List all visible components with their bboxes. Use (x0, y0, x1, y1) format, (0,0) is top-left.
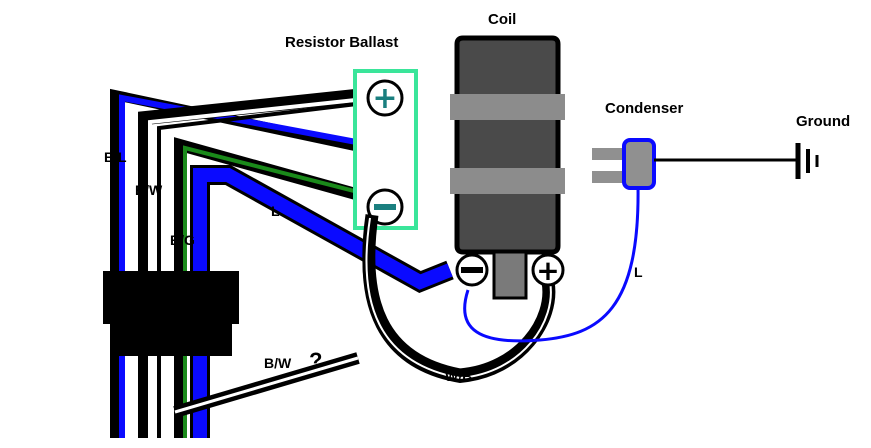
condenser (592, 138, 796, 190)
ballast-negative-terminal (366, 188, 404, 226)
label-resistor-ballast: Resistor Ballast (285, 34, 398, 51)
label-wire-bw-loose: B/W (264, 355, 292, 371)
label-wire-bw: B/W (135, 182, 163, 198)
coil-negative-terminal (455, 253, 489, 287)
label-condenser: Condenser (605, 100, 684, 117)
wire-l-condenser (463, 184, 640, 343)
ballast-positive-terminal: + (366, 79, 404, 117)
label-wire-l-condenser: L (634, 264, 643, 280)
wire-wb (362, 214, 556, 384)
label-wire-bg: B/G (170, 232, 195, 248)
label-coil: Coil (488, 11, 516, 28)
coil-center-post (492, 250, 528, 300)
svg-text:+: + (372, 81, 397, 116)
ground-icon (795, 143, 819, 179)
label-ground: Ground (796, 113, 850, 130)
label-wire-l-main: L (271, 203, 280, 219)
condenser-tab-lower (592, 171, 626, 183)
label-wire-bl: B/L (104, 149, 127, 165)
condenser-tab-upper (592, 148, 626, 160)
ignition-coil (450, 35, 565, 255)
wire-bw-loose (173, 352, 360, 418)
coil-band-lower (450, 168, 565, 194)
coil-positive-terminal: + (531, 253, 565, 287)
wire-l-main (190, 165, 454, 438)
label-wire-wb: W/B (445, 368, 472, 384)
coil-band-upper (450, 94, 565, 120)
harness-connector-lower (110, 324, 232, 356)
harness-connector-upper (103, 271, 239, 324)
svg-text:+: + (536, 254, 559, 287)
label-unknown: ? (309, 348, 322, 373)
